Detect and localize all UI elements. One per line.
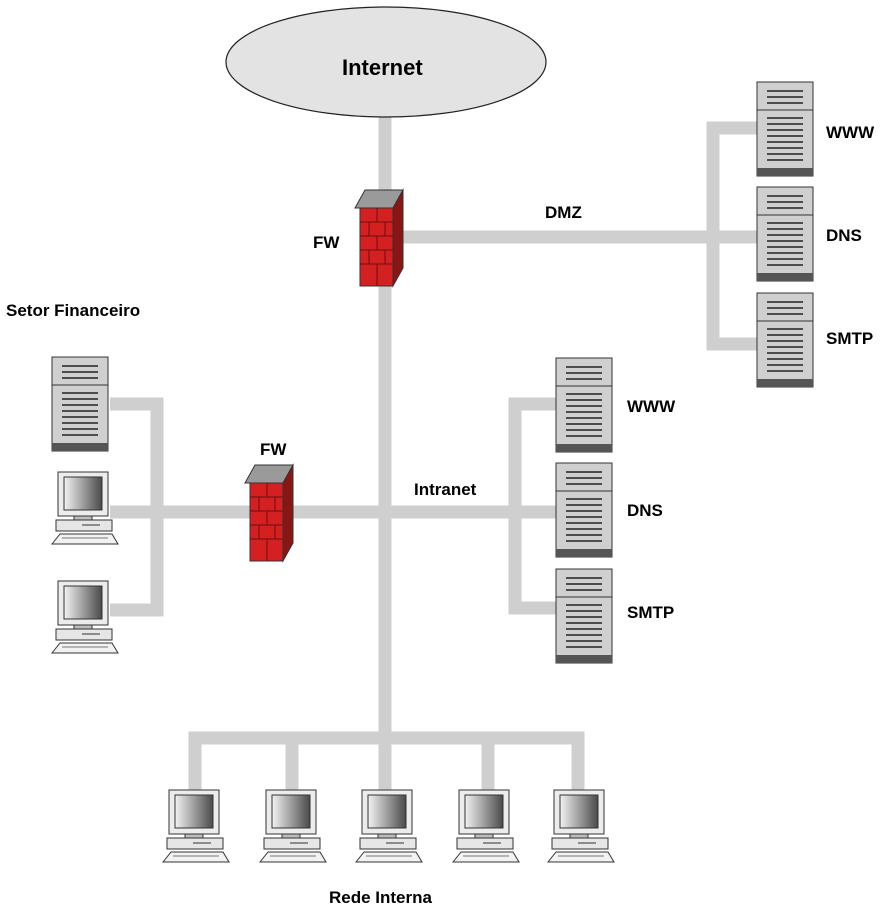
intranet-server-dns-icon — [555, 462, 613, 558]
intranet-server-smtp-label: SMTP — [627, 603, 675, 622]
finance-computer-icon — [51, 580, 119, 654]
dmz-server-www-icon — [756, 81, 814, 177]
internal-computer-icon — [452, 789, 520, 863]
dmz-server-dns-icon — [756, 186, 814, 282]
internal-computer-icon — [259, 789, 327, 863]
finance-computer-icon — [51, 471, 119, 545]
intranet-server-www-label: WWW — [627, 397, 676, 416]
firewall-left-icon — [244, 464, 294, 562]
finance-sector-label: Setor Financeiro — [6, 301, 141, 320]
finance-server-icon — [51, 356, 109, 452]
intranet-server-smtp-icon — [555, 568, 613, 664]
dmz-label: DMZ — [545, 203, 582, 222]
internal-computer-icon — [355, 789, 423, 863]
dmz-server-dns-label: DNS — [826, 226, 862, 245]
firewall-top-icon — [354, 189, 404, 287]
internal-network-label: Rede Interna — [329, 888, 432, 907]
intranet-label: Intranet — [414, 480, 477, 499]
intranet-server-www-icon — [555, 357, 613, 453]
network-links — [110, 110, 760, 790]
firewall-top-label: FW — [313, 233, 340, 252]
firewall-left-label: FW — [260, 440, 287, 459]
internet-label: Internet — [342, 55, 423, 80]
dmz-server-bus — [706, 121, 760, 351]
internal-computer-icon — [162, 789, 230, 863]
intranet-server-dns-label: DNS — [627, 501, 663, 520]
internal-computer-icon — [547, 789, 615, 863]
dmz-server-smtp-icon — [756, 292, 814, 388]
dmz-server-smtp-label: SMTP — [826, 329, 874, 348]
internet-cloud — [225, 6, 547, 118]
dmz-server-www-label: WWW — [826, 123, 875, 142]
